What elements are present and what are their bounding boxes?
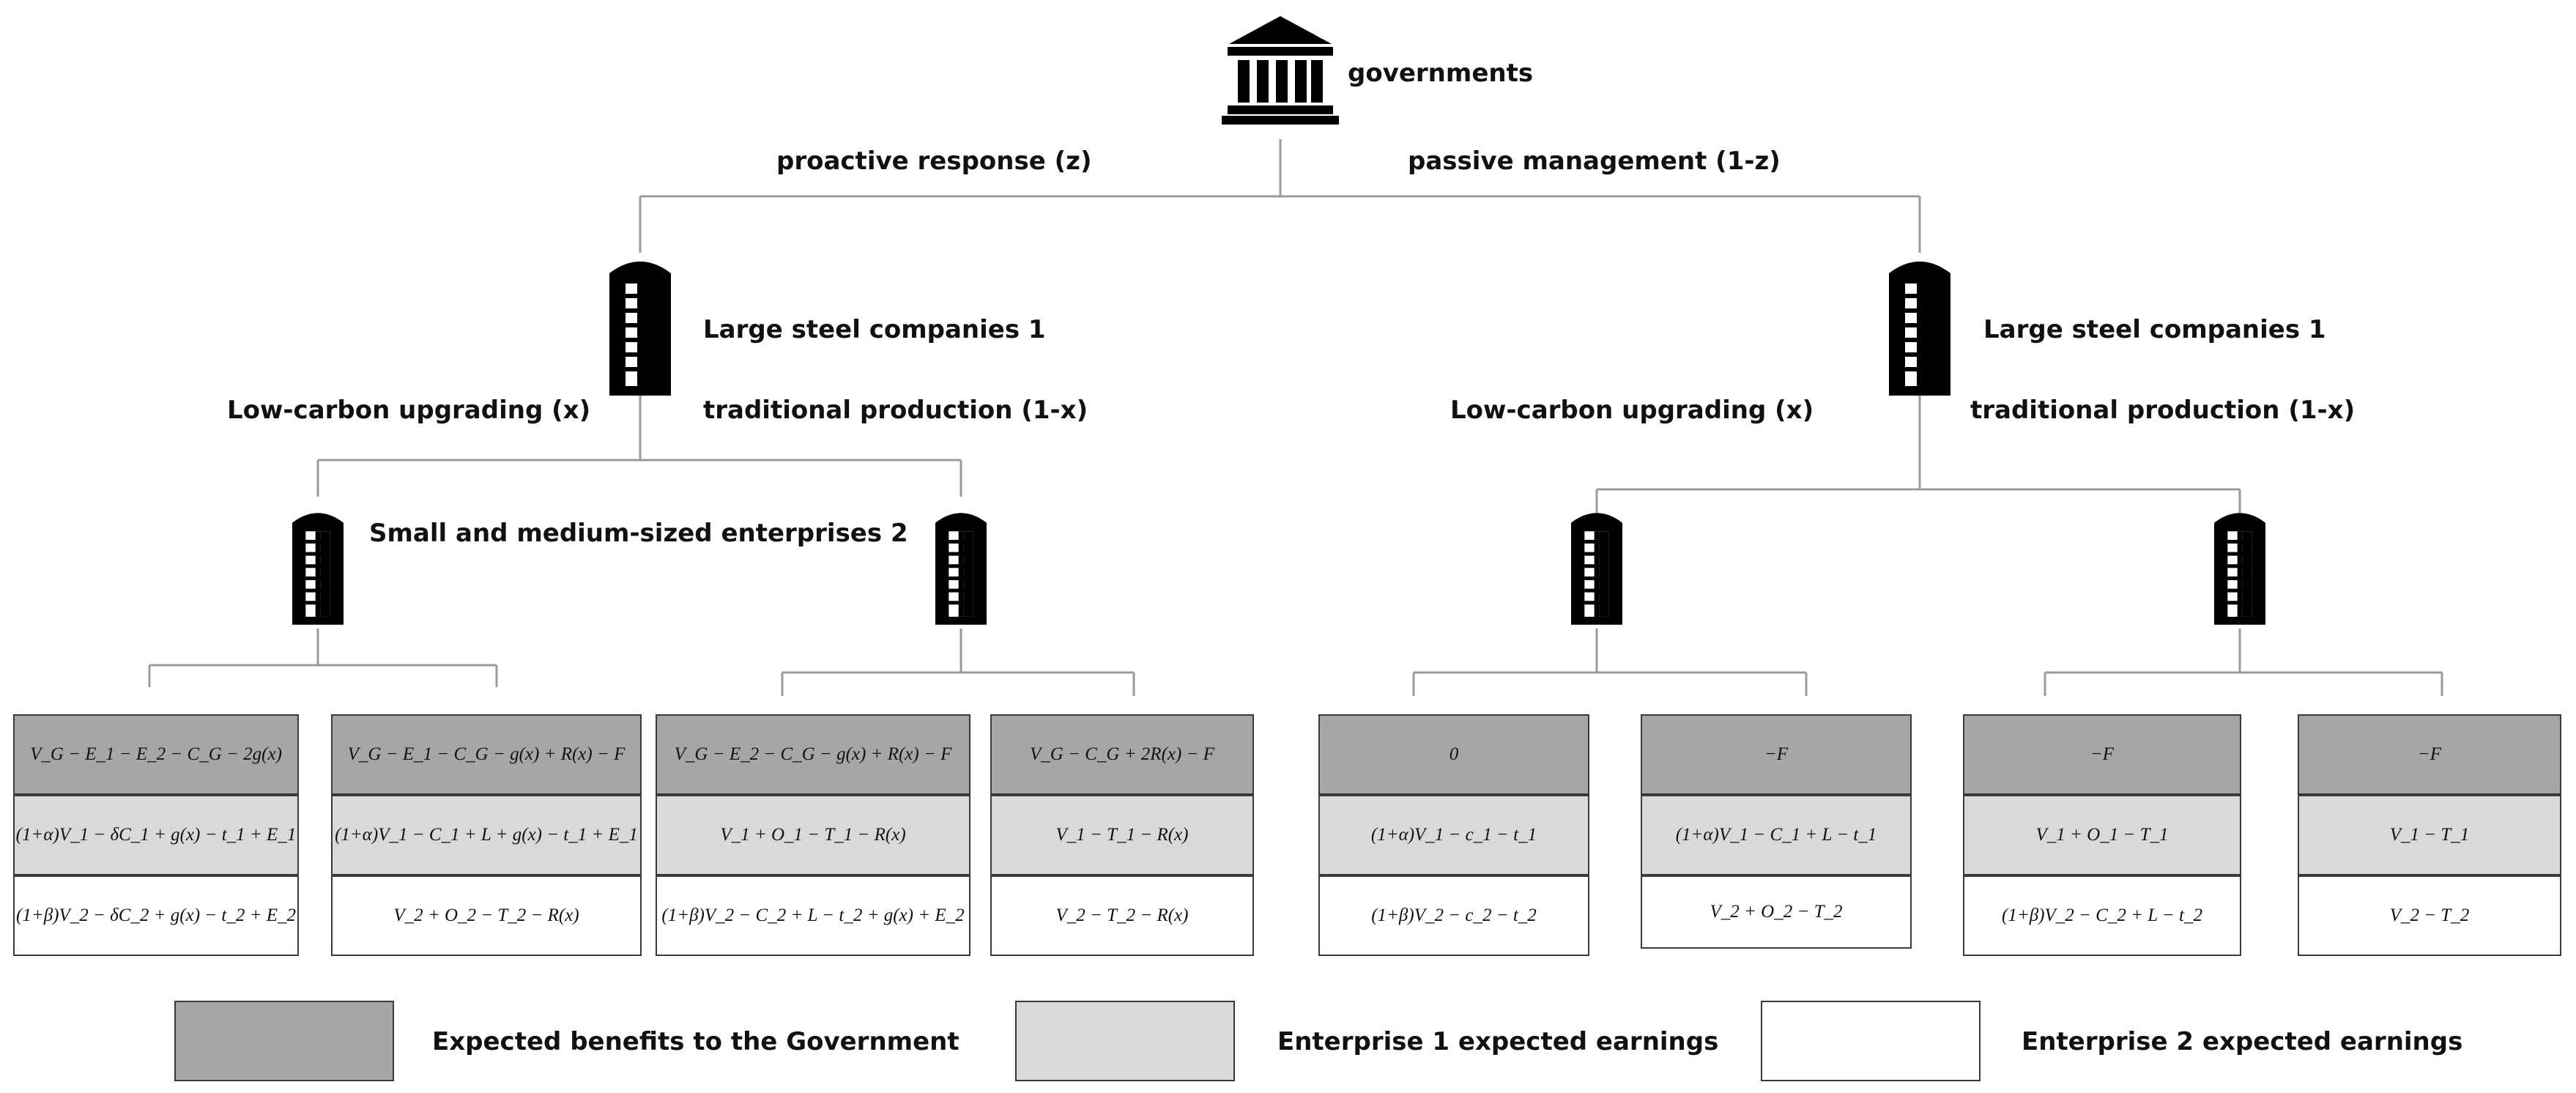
- large-company-label-left: Large steel companies 1: [703, 315, 1046, 344]
- payoff-e2-cell: V_2 − T_2: [2298, 875, 2561, 956]
- payoff-gov-cell: V_G − E_1 − E_2 − C_G − 2g(x): [13, 714, 299, 795]
- legend-label-enterprise-1: Enterprise 1 expected earnings: [1277, 1027, 1719, 1056]
- payoff-gov-cell: V_G − E_1 − C_G − g(x) + R(x) − F: [331, 714, 642, 795]
- company-tower-icon: [935, 513, 987, 625]
- payoff-e1-cell: V_1 + O_1 − T_1 − R(x): [656, 795, 970, 875]
- branch-passive-label: passive management (1-z): [1408, 147, 1781, 176]
- payoff-gov-cell: V_G − C_G + 2R(x) − F: [990, 714, 1254, 795]
- governments-label: governments: [1348, 59, 1534, 88]
- right-traditional-label: traditional production (1-x): [1970, 396, 2356, 425]
- payoff-gov-cell: V_G − E_2 − C_G − g(x) + R(x) − F: [656, 714, 970, 795]
- legend-label-enterprise-2: Enterprise 2 expected earnings: [2022, 1027, 2463, 1056]
- large-company-label-right: Large steel companies 1: [1983, 315, 2326, 344]
- payoff-e1-cell: (1+α)V_1 − C_1 + L + g(x) − t_1 + E_1: [331, 795, 642, 875]
- payoff-e1-cell: V_1 − T_1: [2298, 795, 2561, 875]
- company-tower-icon: [609, 262, 671, 396]
- payoff-e1-cell: (1+α)V_1 − c_1 − t_1: [1318, 795, 1589, 875]
- payoff-e2-cell: (1+β)V_2 − c_2 − t_2: [1318, 875, 1589, 956]
- payoff-e2-cell: V_2 − T_2 − R(x): [990, 875, 1254, 956]
- payoff-e1-cell: (1+α)V_1 − δC_1 + g(x) − t_1 + E_1: [13, 795, 299, 875]
- payoff-e2-cell: (1+β)V_2 − C_2 + L − t_2: [1963, 875, 2241, 956]
- government-building-icon: [1222, 16, 1339, 125]
- payoff-gov-cell: −F: [1641, 714, 1912, 795]
- payoff-e1-cell: V_1 − T_1 − R(x): [990, 795, 1254, 875]
- payoff-gov-cell: 0: [1318, 714, 1589, 795]
- legend-swatch-government: [174, 1001, 394, 1081]
- company-tower-icon: [1571, 513, 1622, 625]
- company-tower-icon: [1889, 262, 1950, 396]
- payoff-e2-cell: V_2 + O_2 − T_2 − R(x): [331, 875, 642, 956]
- payoff-gov-cell: −F: [1963, 714, 2241, 795]
- legend-swatch-enterprise-1: [1015, 1001, 1235, 1081]
- branch-proactive-label: proactive response (z): [776, 147, 1092, 176]
- sme-label: Small and medium-sized enterprises 2: [369, 519, 908, 548]
- company-tower-icon: [2214, 513, 2265, 625]
- left-traditional-label: traditional production (1-x): [703, 396, 1088, 425]
- payoff-e2-cell: (1+β)V_2 − δC_2 + g(x) − t_2 + E_2: [13, 875, 299, 956]
- payoff-e1-cell: V_1 + O_1 − T_1: [1963, 795, 2241, 875]
- payoff-e1-cell: (1+α)V_1 − C_1 + L − t_1: [1641, 795, 1912, 875]
- payoff-e2-cell: V_2 + O_2 − T_2: [1641, 875, 1912, 949]
- payoff-gov-cell: −F: [2298, 714, 2561, 795]
- legend-label-government: Expected benefits to the Government: [432, 1027, 959, 1056]
- right-low-carbon-label: Low-carbon upgrading (x): [1450, 396, 1814, 425]
- company-tower-icon: [292, 513, 344, 625]
- payoff-e2-cell: (1+β)V_2 − C_2 + L − t_2 + g(x) + E_2: [656, 875, 970, 956]
- legend-swatch-enterprise-2: [1761, 1001, 1981, 1081]
- left-low-carbon-label: Low-carbon upgrading (x): [227, 396, 591, 425]
